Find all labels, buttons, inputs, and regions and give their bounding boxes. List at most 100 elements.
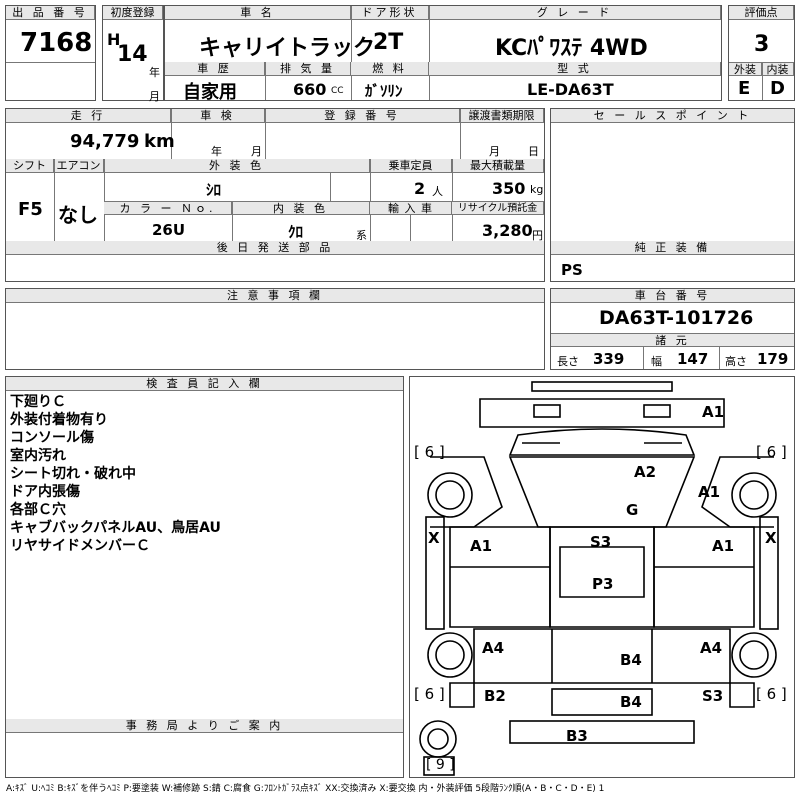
vehicle-diagram: A1 A2 A1 G X X A1 S3 A1 P3 A4 A4 B4 B2 S… xyxy=(409,376,795,778)
car-info-box: 車 名 ドア形状 グ レ ー ド キャリイトラック 2T KCﾊﾟﾜｽﾃ 4WD… xyxy=(164,5,722,103)
width-label: 幅 xyxy=(651,355,662,368)
legend-text: A:ｷｽﾞ U:ﾍｺﾐ B:ｷｽﾞを伴うﾍｺﾐ P:要塗装 W:補修跡 S:錆 … xyxy=(6,784,605,794)
year-unit: 年 xyxy=(149,66,160,79)
shift: F5 xyxy=(18,199,43,220)
history: 自家用 xyxy=(183,82,237,103)
color-no: 26U xyxy=(152,221,186,239)
int-label: 内装 xyxy=(762,62,794,76)
note-line: ドア内張傷 xyxy=(10,484,80,500)
mark-six-br: [ 6 ] xyxy=(756,685,787,703)
note-line: コンソール傷 xyxy=(10,430,94,446)
length-label: 長さ xyxy=(557,355,579,368)
mileage: 94,779 xyxy=(70,131,140,152)
mark-b4-1: B4 xyxy=(620,651,642,669)
note-line: シート切れ・破れ中 xyxy=(10,466,136,482)
note-line: 各部Ｃ穴 xyxy=(10,502,66,518)
ac-label: エアコン xyxy=(54,159,104,173)
office-label: 事 務 局 よ り ご 案 内 xyxy=(6,719,403,733)
fuel: ｶﾞｿﾘﾝ xyxy=(365,82,403,100)
capacity: 2 xyxy=(414,179,426,198)
inspector-notes: 下廻りＣ 外装付着物有り コンソール傷 室内汚れ シート切れ・破れ中 ドア内張傷… xyxy=(10,393,221,555)
chassis-label: 車 台 番 号 xyxy=(551,289,794,303)
insp-year: 年 xyxy=(211,145,222,158)
note-line: 下廻りＣ xyxy=(10,394,66,410)
lot-box: 出 品 番 号 7168 xyxy=(5,5,96,101)
sales-point-label: セ ー ル ス ポ イ ン ト xyxy=(551,109,794,123)
door-type: 2T xyxy=(373,30,404,55)
height-label: 高さ xyxy=(725,355,747,368)
length: 339 xyxy=(593,350,625,368)
month-unit: 月 xyxy=(149,90,160,103)
mark-nine: [ 9 ] xyxy=(426,757,455,773)
mark-g: G xyxy=(626,501,639,519)
interior-label: 内 装 色 xyxy=(232,201,370,215)
score: 3 xyxy=(754,32,770,57)
caution-box: 注 意 事 項 欄 xyxy=(5,288,545,370)
fuel-label: 燃 料 xyxy=(351,62,429,76)
model: LE-DA63T xyxy=(527,80,614,99)
reg-year: 14 xyxy=(117,42,148,67)
note-line: 外装付着物有り xyxy=(10,412,108,428)
shift-label: シフト xyxy=(6,159,54,173)
capacity-label: 乗車定員 xyxy=(370,159,452,173)
reg-no-label: 登 録 番 号 xyxy=(265,109,460,123)
score-box: 評価点 3 外装 内装 E D xyxy=(728,5,795,101)
ac: なし xyxy=(58,203,98,227)
interior: ｸﾛ xyxy=(288,223,304,241)
mileage-unit: km xyxy=(144,131,175,152)
truck-outline xyxy=(419,381,779,776)
history-label: 車 歴 xyxy=(165,62,265,76)
recycle-unit: 円 xyxy=(532,229,543,242)
mark-a1-mid-left: A1 xyxy=(470,537,493,555)
transfer-label: 譲渡書類期限 xyxy=(460,109,544,123)
recycle: 3,280 xyxy=(482,221,533,240)
disp-label: 排 気 量 xyxy=(265,62,351,76)
car-name: キャリイトラック xyxy=(199,36,376,61)
load-unit: kg xyxy=(530,183,544,196)
color-no-label: カ ラ ー Ｎｏ. xyxy=(104,201,232,215)
era: H xyxy=(107,30,121,49)
recycle-label: リサイクル預託金 xyxy=(452,201,544,215)
mark-a1-right: A1 xyxy=(698,483,721,501)
mark-a4-right: A4 xyxy=(700,639,723,657)
later-parts-label: 後 日 発 送 部 品 xyxy=(6,241,544,255)
specs-label: 諸 元 xyxy=(551,333,794,347)
mark-six-tr: [ 6 ] xyxy=(756,443,787,461)
lot-number: 7168 xyxy=(20,28,93,58)
mark-x-left: X xyxy=(428,529,440,547)
insp-month: 月 xyxy=(251,145,262,158)
note-line: キャブバックパネルAU、鳥居AU xyxy=(10,520,221,536)
detail-box: 走 行 車 検 登 録 番 号 譲渡書類期限 94,779 km 年 月 月 日… xyxy=(5,108,545,282)
height: 179 xyxy=(757,350,789,368)
grade-label: グ レ ー ド xyxy=(429,6,721,20)
color: ｼﾛ xyxy=(206,181,222,199)
color-label: 外 装 色 xyxy=(104,159,370,173)
first-reg-label: 初度登録 xyxy=(103,6,163,20)
mark-x-right: X xyxy=(765,529,777,547)
width: 147 xyxy=(677,350,709,368)
note-line: リヤサイドメンバーＣ xyxy=(10,538,150,554)
ext-label: 外装 xyxy=(729,62,762,76)
inspector-label: 検 査 員 記 入 欄 xyxy=(6,377,403,391)
mark-p3: P3 xyxy=(592,575,614,593)
transfer-month: 月 xyxy=(489,145,500,158)
mark-six-bl: [ 6 ] xyxy=(414,685,445,703)
transfer-day: 日 xyxy=(528,145,539,158)
mark-six-tl: [ 6 ] xyxy=(414,443,445,461)
disp-unit: CC xyxy=(331,86,344,96)
lot-label: 出 品 番 号 xyxy=(6,6,95,20)
mileage-label: 走 行 xyxy=(6,109,171,123)
mark-b2: B2 xyxy=(484,687,506,705)
car-name-label: 車 名 xyxy=(165,6,351,20)
door-label: ドア形状 xyxy=(351,6,429,20)
sales-point-box: セ ー ル ス ポ イ ン ト 純 正 装 備 PS xyxy=(550,108,795,282)
displacement: 660 xyxy=(293,80,327,99)
capacity-unit: 人 xyxy=(432,185,443,198)
equip-label: 純 正 装 備 xyxy=(551,241,794,255)
score-label: 評価点 xyxy=(729,6,794,20)
import-label: 輸 入 車 xyxy=(370,201,452,215)
model-label: 型 式 xyxy=(429,62,721,76)
grade: KCﾊﾟﾜｽﾃ 4WD xyxy=(495,36,648,61)
int-grade: D xyxy=(770,78,785,99)
mark-s3-right: S3 xyxy=(702,687,724,705)
